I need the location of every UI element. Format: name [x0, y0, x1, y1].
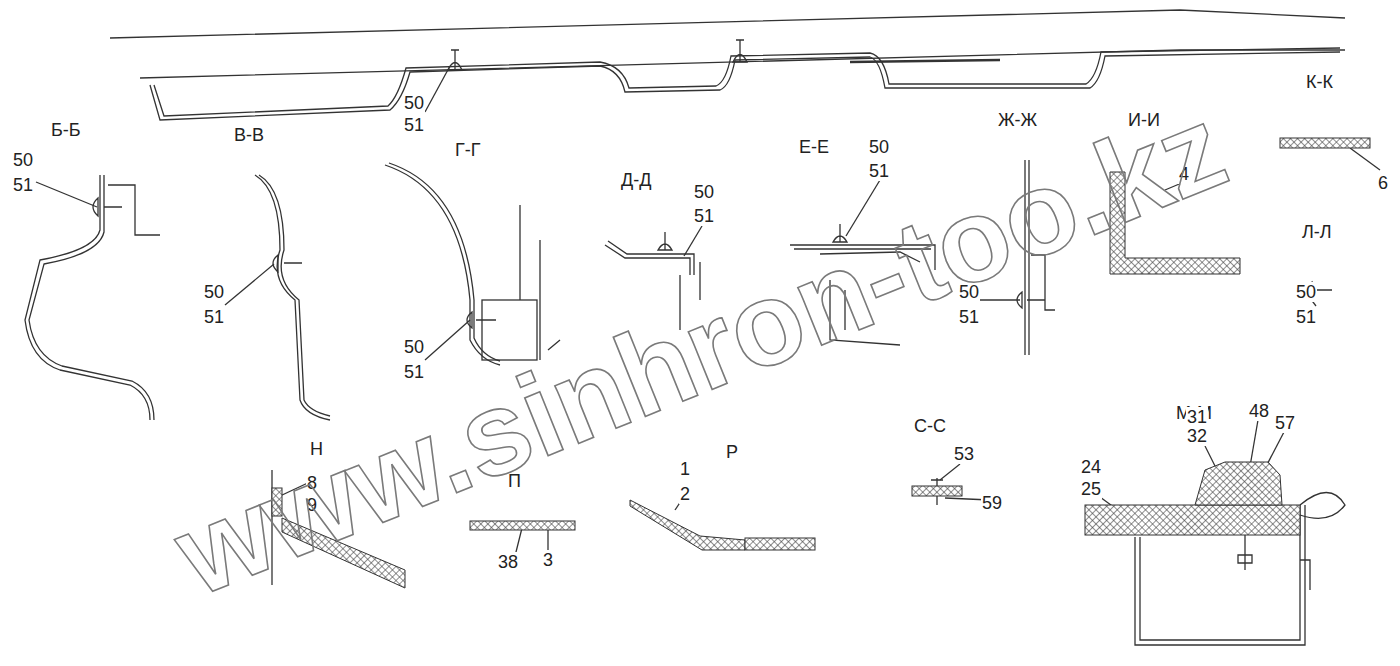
- callout-label: 50: [403, 93, 425, 113]
- callout-label: 50: [12, 150, 34, 170]
- callout-label: 59: [981, 493, 1003, 513]
- callout-label: 50: [403, 337, 425, 357]
- callout-label: 48: [1248, 401, 1270, 421]
- callout-label: Ж-Ж: [997, 110, 1038, 130]
- callout-label: 51: [693, 206, 715, 226]
- callout-label: 50: [1295, 282, 1317, 302]
- callout-label: 53: [953, 444, 975, 464]
- callout-label: 57: [1274, 413, 1296, 433]
- callout-label: 50: [868, 137, 890, 157]
- callout-label: 50: [203, 282, 225, 302]
- callout-label: 51: [12, 175, 34, 195]
- callout-label: В-В: [233, 125, 265, 145]
- callout-label: Р: [725, 442, 739, 462]
- callout-label: 32: [1186, 426, 1208, 446]
- callout-label: К-К: [1305, 72, 1334, 92]
- callout-label: 51: [403, 362, 425, 382]
- callout-label: Г-Г: [454, 140, 482, 160]
- callout-label: Д-Д: [620, 170, 652, 190]
- callout-label: 51: [203, 307, 225, 327]
- callout-label: 51: [403, 115, 425, 135]
- callout-label: С-С: [913, 416, 947, 436]
- callout-label: 25: [1080, 479, 1102, 499]
- callout-label: 2: [679, 484, 691, 504]
- callout-label: 3: [542, 550, 554, 570]
- callout-label: Л-Л: [1301, 222, 1333, 242]
- callout-label: 51: [868, 161, 890, 181]
- callout-label: Б-Б: [50, 120, 82, 140]
- callout-label: 24: [1080, 457, 1102, 477]
- callout-label: 6: [1377, 173, 1389, 193]
- callout-label: 50: [693, 182, 715, 202]
- callout-label: 51: [1295, 307, 1317, 327]
- callout-label: 31: [1186, 407, 1208, 427]
- callout-label: 1: [679, 459, 691, 479]
- callout-label: Е-Е: [798, 137, 830, 157]
- callout-label: 38: [497, 552, 519, 572]
